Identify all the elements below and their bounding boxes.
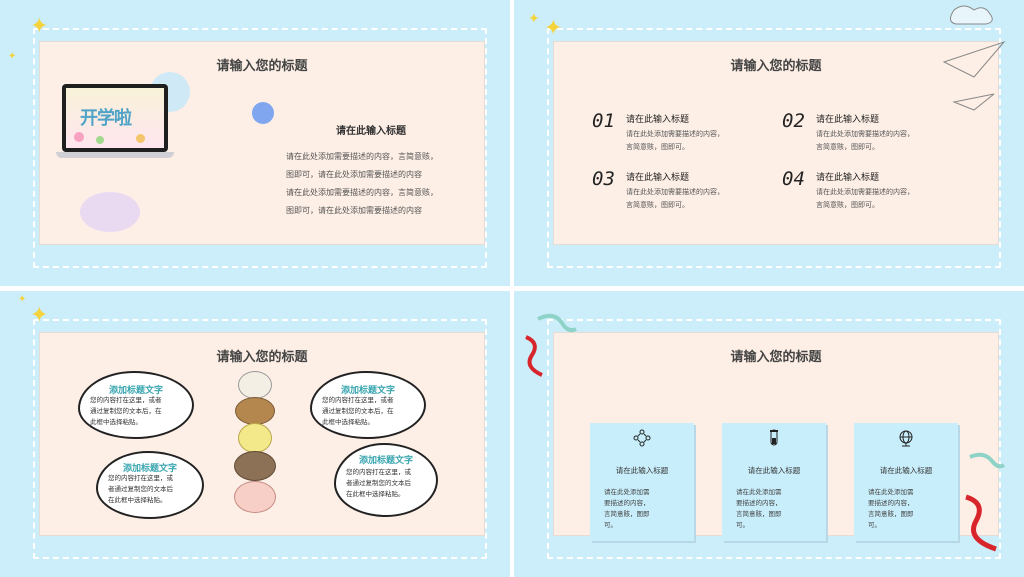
- item-text: 请在此处添加需要描述的内容，言简意赅，图即可。: [626, 188, 724, 209]
- slide-title: 请输入您的标题: [216, 59, 308, 74]
- dashed-frame: [547, 28, 1001, 268]
- item-number: 04: [782, 168, 805, 190]
- speech-bubble: 添加标题文字 您的内容打在这里，或者通过复制您的文本后，在此框中选择粘贴。: [78, 371, 194, 439]
- star-icon: ✦: [30, 14, 49, 39]
- decor-circle: [252, 102, 274, 124]
- box-text: 请在此处添加需要描述的内容，言简意赅，图即可。: [868, 488, 914, 529]
- slide-2[interactable]: ✦ ✦ ✦ 请输入您的标题 01 请在此输入标题 请在此处添加需要描述的内容，言…: [514, 0, 1024, 286]
- dashed-frame: [547, 319, 1001, 559]
- box-text: 请在此处添加需要描述的内容，言简意赅，图即可。: [604, 488, 650, 529]
- star-icon: ✦: [528, 11, 540, 27]
- item-heading: 请在此输入标题: [626, 115, 690, 125]
- box-heading: 请在此输入标题: [615, 466, 669, 475]
- speech-bubble: 添加标题文字 您的内容打在这里，或者通过复制您的文本后在此框中选择粘贴。: [334, 443, 438, 517]
- slide-title: 请输入您的标题: [730, 350, 822, 365]
- item-text: 请在此处添加需要描述的内容，言简意赅，图即可。: [816, 188, 914, 209]
- item-number: 02: [782, 110, 805, 132]
- item-heading: 请在此输入标题: [816, 173, 880, 183]
- info-box: 请在此输入标题 请在此处添加需要描述的内容，言简意赅，图即可。: [854, 423, 958, 541]
- dashed-frame: [33, 319, 487, 559]
- item-number: 01: [592, 110, 615, 132]
- star-icon: ✦: [544, 16, 563, 41]
- body-text: 请在此处添加需要描述的内容，言简意赅， 图即可，请在此处添加需要描述的内容 请在…: [286, 152, 438, 215]
- content-card: 请输入您的标题 添加标题文字 您的内容打在这里，或者通过复制您的文本后，在此框中…: [40, 333, 484, 535]
- subtitle: 请在此输入标题: [336, 126, 406, 137]
- item-heading: 请在此输入标题: [626, 173, 690, 183]
- content-card: 请输入您的标题 请在此输入标题 请在此处添加需要描述的内容，言简意赅，图即可。 …: [554, 333, 998, 541]
- info-box: 请在此输入标题 请在此处添加需要描述的内容，言简意赅，图即可。: [722, 423, 826, 541]
- item-text: 请在此处添加需要描述的内容，言简意赅，图即可。: [626, 130, 724, 151]
- ribbon-icon: [537, 313, 577, 333]
- ribbon-icon: [525, 335, 543, 377]
- network-icon: [633, 429, 651, 447]
- info-box: 请在此输入标题 请在此处添加需要描述的内容，言简意赅，图即可。: [590, 423, 694, 541]
- decor-circle: [80, 192, 140, 232]
- ribbon-icon: [969, 452, 1006, 469]
- globe-icon: [899, 430, 913, 447]
- test-tube-icon: [770, 429, 778, 446]
- screen-title: 开学啦: [80, 108, 132, 129]
- speech-bubble: 添加标题文字 您的内容打在这里，或者通过复制您的文本后在此框中选择粘贴。: [96, 451, 204, 519]
- slide-1[interactable]: ✦ ✦ 请输入您的标题 开学啦 请在此输入标题 请在此处添: [0, 0, 510, 286]
- item-number: 03: [592, 168, 615, 190]
- slide-3[interactable]: ✦ ✦ 请输入您的标题 添加标题文字 您的内容打在这里，或者通过复制您的文本后，…: [0, 291, 510, 577]
- slide-title: 请输入您的标题: [730, 59, 822, 74]
- laptop-image: 开学啦: [56, 84, 174, 164]
- content-card: 请输入您的标题 开学啦 请在此输入标题 请在此处添加需要描述的内容，言简意赅，: [40, 42, 484, 244]
- item-heading: 请在此输入标题: [816, 115, 880, 125]
- slide-title: 请输入您的标题: [216, 350, 308, 365]
- box-heading: 请在此输入标题: [879, 466, 933, 475]
- animal-stack-image: [232, 371, 278, 531]
- speech-bubble: 添加标题文字 您的内容打在这里，或者通过复制您的文本后，在此框中选择粘贴。: [310, 371, 426, 439]
- slide-4[interactable]: 请输入您的标题 请在此输入标题 请在此处添加需要描述的内容，言简意赅，图即可。 …: [514, 291, 1024, 577]
- star-icon: ✦: [8, 51, 17, 62]
- star-icon: ✦: [18, 294, 27, 305]
- box-text: 请在此处添加需要描述的内容，言简意赅，图即可。: [736, 488, 782, 529]
- box-heading: 请在此输入标题: [747, 466, 801, 475]
- star-icon: ✦: [30, 303, 49, 328]
- paper-plane-icon: [942, 5, 1006, 111]
- dashed-frame: [33, 28, 487, 268]
- ribbon-icon: [965, 494, 997, 552]
- item-text: 请在此处添加需要描述的内容，言简意赅，图即可。: [816, 130, 914, 151]
- content-card: 请输入您的标题 01 请在此输入标题 请在此处添加需要描述的内容，言简意赅，图即…: [554, 42, 998, 244]
